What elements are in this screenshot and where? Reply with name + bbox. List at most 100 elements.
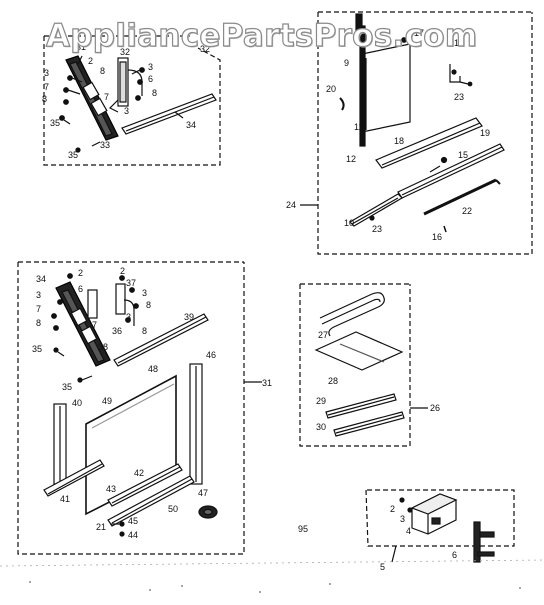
roller-part-47 xyxy=(198,505,218,519)
right-mid-dashed-border xyxy=(299,284,411,447)
label: 3 xyxy=(148,62,153,72)
top-right-dashed-border xyxy=(317,12,533,255)
label: 28 xyxy=(328,376,338,386)
label: 6 xyxy=(452,550,457,560)
track-part-39 xyxy=(113,313,209,367)
label: 45 xyxy=(128,516,138,526)
label: 41 xyxy=(60,494,70,504)
label: 3 xyxy=(400,514,405,524)
label: 6 xyxy=(148,74,153,84)
right-mid-assembly xyxy=(299,283,428,447)
label: 17 xyxy=(414,28,424,38)
label: 7 xyxy=(104,92,109,102)
label: 35 xyxy=(62,382,72,392)
label: 8 xyxy=(142,326,147,336)
seal-part-27 xyxy=(319,292,385,337)
label: 31 xyxy=(76,42,86,52)
label: 11 xyxy=(354,122,363,132)
right-mid-labels: 27 28 29 30 26 xyxy=(316,330,440,432)
label: 44 xyxy=(128,530,138,540)
label: 15 xyxy=(458,150,468,160)
label: 7 xyxy=(36,304,41,314)
label: 35 xyxy=(32,344,42,354)
label: 22 xyxy=(462,206,472,216)
label: 8 xyxy=(42,94,47,104)
bottom-right-dashed-border xyxy=(365,489,515,547)
label: 19 xyxy=(480,128,490,138)
plate-part-28 xyxy=(314,331,404,371)
label: 34 xyxy=(36,274,46,284)
main-dashed-border xyxy=(17,262,245,555)
bottom-right-labels: 2 3 4 6 5 xyxy=(380,504,457,572)
label: 27 xyxy=(318,330,328,340)
label: 5 xyxy=(380,562,385,572)
callout-24: 24 xyxy=(286,200,296,210)
label: 2 xyxy=(120,266,125,276)
label: 20 xyxy=(326,84,336,94)
label: 34 xyxy=(186,120,196,130)
top-right-labels: 9 17 1 20 11 12 23 18 19 15 24 10 23 22 … xyxy=(286,28,490,242)
label: 7 xyxy=(92,320,97,330)
top-right-assembly xyxy=(300,11,533,255)
label: 3 xyxy=(142,288,147,298)
label: 8 xyxy=(100,66,105,76)
hinge-part xyxy=(473,521,495,563)
label: 2 xyxy=(390,504,395,514)
label: 7 xyxy=(44,82,49,92)
strip-part-30 xyxy=(333,411,405,437)
label: 2 xyxy=(88,56,93,66)
bottom-right-assembly xyxy=(365,489,515,563)
bottom-rail-42 xyxy=(107,463,183,507)
label: 3 xyxy=(44,68,49,78)
callout-31: 31 xyxy=(262,378,272,388)
label: 43 xyxy=(106,484,116,494)
label: 1 xyxy=(454,38,459,48)
label: 46 xyxy=(206,350,216,360)
label: 8 xyxy=(146,300,151,310)
label: 40 xyxy=(72,398,82,408)
door-panel-part xyxy=(355,13,411,147)
label: 37 xyxy=(126,278,136,288)
label: 47 xyxy=(198,488,208,498)
label: 3 xyxy=(36,290,41,300)
strip-part-29 xyxy=(325,393,397,419)
label: 23 xyxy=(454,92,464,102)
main-left-rail xyxy=(55,281,111,367)
slat-part-18 xyxy=(375,117,483,169)
track-strip-part xyxy=(121,93,217,135)
label: 8 xyxy=(36,318,41,328)
main-assembly xyxy=(17,261,262,555)
label: 4 xyxy=(406,526,411,536)
left-rail-part xyxy=(65,55,119,141)
scan-noise xyxy=(29,581,521,593)
bottom-rail-41 xyxy=(43,459,105,497)
label: 32 xyxy=(200,44,210,54)
label: 8 xyxy=(152,88,157,98)
main-labels: 34 2 2 37 3 6 3 7 8 8 36 3 8 7 39 35 38 … xyxy=(32,266,272,540)
top-left-assembly xyxy=(43,35,221,166)
label: 33 xyxy=(100,140,110,150)
label: 3 xyxy=(126,312,131,322)
label: 35 xyxy=(68,150,78,160)
label: 2 xyxy=(78,268,83,278)
label: 16 xyxy=(432,232,442,242)
label: 3 xyxy=(124,106,129,116)
latch-box-part xyxy=(410,493,458,535)
label: 50 xyxy=(168,504,178,514)
bracket-part xyxy=(108,57,143,113)
label: 23 xyxy=(372,224,382,234)
label: 49 xyxy=(102,396,112,406)
label: 48 xyxy=(148,364,158,374)
label: 30 xyxy=(316,422,326,432)
label: 21 xyxy=(96,522,106,532)
corner-code: 95 xyxy=(298,524,308,534)
rod-part-22 xyxy=(423,178,501,216)
label: 18 xyxy=(394,136,404,146)
main-bracket xyxy=(87,283,135,326)
label: 38 xyxy=(98,342,108,352)
top-left-dashed-border xyxy=(43,36,221,166)
vertical-piece-40 xyxy=(53,403,67,485)
label: 36 xyxy=(112,326,122,336)
label: 9 xyxy=(344,58,349,68)
